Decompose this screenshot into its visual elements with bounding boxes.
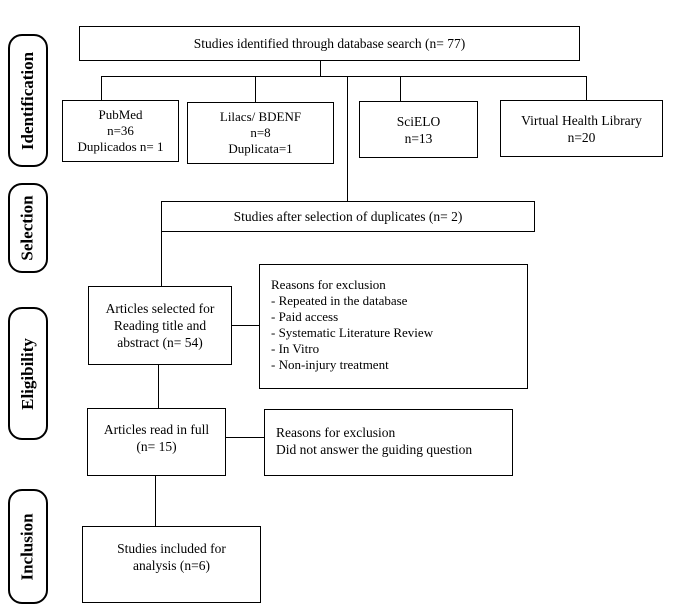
exclusion2-title: Reasons for exclusion: [276, 425, 396, 440]
selected-line2: Reading title and: [113, 318, 207, 333]
connector-horizontal-bar: [101, 76, 587, 78]
exclusion1-item: - Non-injury treatment: [271, 357, 389, 372]
lilacs-name: Lilacs/ BDENF: [219, 109, 302, 124]
stage-inclusion-label: Inclusion: [18, 512, 37, 581]
selected-line1: Articles selected for: [105, 301, 215, 316]
connector-top-down: [320, 60, 322, 77]
connector-articles-to-exclusion1: [232, 325, 259, 327]
connector-articles-to-fullread: [158, 365, 160, 408]
stage-eligibility: Eligibility: [8, 307, 48, 440]
included-line1: Studies included for: [117, 541, 226, 556]
database-box-vhl: Virtual Health Library n=20: [500, 100, 663, 157]
connector-fullread-to-exclusion2: [226, 437, 264, 439]
stage-identification-label: Identification: [18, 51, 38, 150]
database-box-lilacs: Lilacs/ BDENF n=8 Duplicata=1: [187, 102, 334, 164]
exclusion1-item: - Paid access: [271, 309, 339, 324]
connector-vhl: [586, 76, 588, 100]
after-duplicates-text: Studies after selection of duplicates (n…: [233, 209, 463, 224]
exclusion-reasons-box-1: Reasons for exclusion - Repeated in the …: [259, 264, 528, 389]
lilacs-note: Duplicata=1: [228, 141, 293, 156]
exclusion1-item: - Systematic Literature Review: [271, 325, 434, 340]
connector-selection-to-articles: [161, 230, 163, 286]
after-duplicates-box: Studies after selection of duplicates (n…: [161, 201, 535, 232]
exclusion1-title: Reasons for exclusion: [271, 277, 386, 292]
stage-selection-label: Selection: [18, 195, 37, 261]
identified-text: Studies identified through database sear…: [193, 36, 466, 51]
articles-selected-box: Articles selected for Reading title and …: [88, 286, 232, 365]
pubmed-name: PubMed: [98, 107, 143, 122]
vhl-name: Virtual Health Library: [521, 112, 642, 128]
lilacs-count: n=8: [250, 125, 271, 140]
identified-box: Studies identified through database sear…: [79, 26, 580, 61]
pubmed-note: Duplicados n= 1: [77, 139, 164, 154]
included-box: Studies included for analysis (n=6): [82, 526, 261, 603]
connector-fullread-to-included: [155, 476, 157, 526]
connector-pubmed: [101, 76, 103, 100]
full-read-line2: (n= 15): [136, 439, 177, 454]
connector-to-selection: [347, 76, 349, 201]
exclusion-reasons-box-2: Reasons for exclusion Did not answer the…: [264, 409, 513, 476]
connector-lilacs: [255, 76, 257, 102]
exclusion2-reason: Did not answer the guiding question: [276, 442, 473, 457]
stage-inclusion: Inclusion: [8, 489, 48, 604]
exclusion1-item: - Repeated in the database: [271, 293, 408, 308]
stage-identification: Identification: [8, 34, 48, 167]
stage-eligibility-label: Eligibility: [18, 337, 38, 410]
scielo-count: n=13: [404, 130, 433, 146]
full-read-box: Articles read in full (n= 15): [87, 408, 226, 476]
exclusion1-item: - In Vitro: [271, 341, 320, 356]
scielo-name: SciELO: [396, 113, 441, 129]
pubmed-count: n=36: [107, 123, 134, 138]
connector-scielo: [400, 76, 402, 101]
stage-selection: Selection: [8, 183, 48, 273]
vhl-count: n=20: [567, 129, 596, 145]
selected-line3: abstract (n= 54): [117, 335, 203, 350]
database-box-pubmed: PubMed n=36 Duplicados n= 1: [62, 100, 179, 162]
included-line2: analysis (n=6): [133, 558, 210, 573]
full-read-line1: Articles read in full: [103, 422, 210, 437]
database-box-scielo: SciELO n=13: [359, 101, 478, 158]
